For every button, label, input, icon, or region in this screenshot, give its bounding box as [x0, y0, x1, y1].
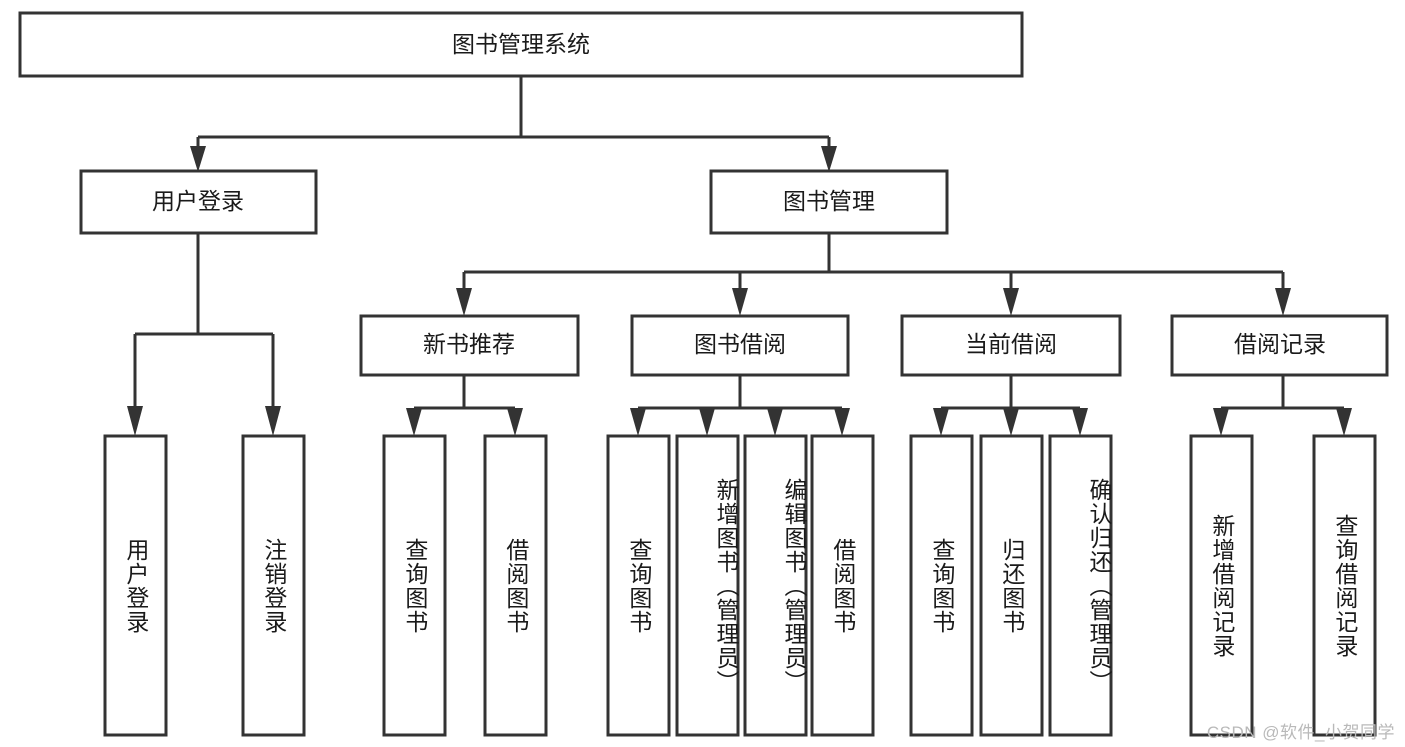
leaf-user-login-label: 用户登录: [122, 537, 149, 634]
leaf-cur-confirm-box[interactable]: [1048, 434, 1113, 737]
arrowhead-leaf-user-logout: [265, 406, 281, 436]
leaf-borrow-lend-label: 借阅图书: [829, 537, 856, 634]
node-root[interactable]: 图书管理系统: [18, 11, 1024, 78]
leaf-cur-query-label: 查询图书: [928, 537, 955, 634]
arrowhead-leaf-borrow-lend: [834, 408, 850, 436]
leaf-cur-return-box[interactable]: [979, 434, 1044, 737]
leaf-rec-query2-label: 查询借阅记录: [1331, 513, 1358, 658]
connector-book-manage-to-level3: [456, 233, 1291, 316]
node-new-book-rec-box[interactable]: [359, 314, 580, 377]
connector-current-borrow-to-leaves: [933, 375, 1088, 436]
node-book-manage-box[interactable]: [709, 169, 949, 235]
leaf-user-logout-box[interactable]: [241, 434, 306, 737]
connector-new-book-rec-to-leaves: [406, 375, 523, 436]
arrowhead-leaf-rec-query2: [1336, 408, 1352, 436]
node-book-borrow-box[interactable]: [630, 314, 850, 377]
node-borrow-record-box[interactable]: [1170, 314, 1389, 377]
node-current-borrow-label: 当前借阅: [965, 331, 1057, 357]
node-borrow-record-label: 借阅记录: [1234, 331, 1326, 357]
arrowhead-leaf-cur-query: [933, 408, 949, 436]
leaf-borrow-edit-box[interactable]: [743, 434, 808, 737]
arrowhead-leaf-borrow-query: [630, 408, 646, 436]
leaf-rec-query-label: 查询图书: [401, 537, 428, 634]
arrowhead-book-borrow: [732, 288, 748, 316]
leaf-cur-query-box[interactable]: [909, 434, 974, 737]
connector-root-to-level2: [190, 76, 837, 172]
leaf-rec-add-box[interactable]: [1189, 434, 1254, 737]
leaf-cur-return-label: 归还图书: [998, 537, 1025, 634]
connector-borrow-record-to-leaves: [1213, 375, 1352, 436]
leaf-rec-add-label: 新增借阅记录: [1208, 513, 1235, 658]
leaf-borrow-add-label: 新增图书（管理员）: [713, 477, 739, 694]
leaf-user-login-box[interactable]: [103, 434, 168, 737]
leaf-cur-confirm-label: 确认归还（管理员）: [1086, 477, 1112, 694]
arrowhead-new-book-rec: [456, 288, 472, 316]
leaf-rec-borrow-label: 借阅图书: [502, 537, 529, 634]
node-book-manage-label: 图书管理: [783, 188, 875, 214]
leaf-borrow-query-label: 查询图书: [625, 537, 652, 634]
arrowhead-leaf-rec-add: [1213, 408, 1229, 436]
node-current-borrow-box[interactable]: [900, 314, 1122, 377]
node-user-login[interactable]: 用户登录: [79, 169, 318, 235]
arrowhead-leaf-borrow-edit: [767, 408, 783, 436]
arrowhead-user-login: [190, 146, 206, 172]
arrowhead-book-manage: [821, 146, 837, 172]
arrowhead-leaf-borrow-add: [699, 408, 715, 436]
leaf-rec-query2-box[interactable]: [1312, 434, 1377, 737]
leaf-user-logout-label: 注销登录: [260, 537, 287, 634]
connector-book-borrow-to-leaves: [630, 375, 850, 436]
node-new-book-rec-label: 新书推荐: [423, 331, 515, 357]
connector-user-login-to-leaves: [127, 233, 281, 436]
node-book-borrow[interactable]: 图书借阅: [630, 314, 850, 377]
node-book-manage[interactable]: 图书管理: [709, 169, 949, 235]
node-current-borrow[interactable]: 当前借阅: [900, 314, 1122, 377]
arrowhead-leaf-user-login: [127, 406, 143, 436]
leaf-rec-query-box[interactable]: [382, 434, 447, 737]
leaf-borrow-add-box[interactable]: [675, 434, 740, 737]
node-root-label: 图书管理系统: [452, 31, 590, 57]
node-user-login-box[interactable]: [79, 169, 318, 235]
arrowhead-leaf-cur-confirm: [1072, 408, 1088, 436]
node-root-box[interactable]: [18, 11, 1024, 78]
arrowhead-leaf-cur-return: [1003, 408, 1019, 436]
arrowhead-leaf-rec-query: [406, 408, 422, 436]
arrowhead-current-borrow: [1003, 288, 1019, 316]
arrowhead-borrow-record: [1275, 288, 1291, 316]
node-book-borrow-label: 图书借阅: [694, 331, 786, 357]
watermark-text: CSDN @软件_小贺同学: [1206, 723, 1395, 742]
leaf-rec-borrow-box[interactable]: [483, 434, 548, 737]
arrowhead-leaf-rec-borrow: [507, 408, 523, 436]
node-user-login-label: 用户登录: [152, 188, 244, 214]
node-new-book-rec[interactable]: 新书推荐: [359, 314, 580, 377]
node-borrow-record[interactable]: 借阅记录: [1170, 314, 1389, 377]
leaf-borrow-edit-label: 编辑图书（管理员）: [781, 477, 807, 694]
leaf-borrow-query-box[interactable]: [606, 434, 671, 737]
leaf-borrow-lend-box[interactable]: [810, 434, 875, 737]
